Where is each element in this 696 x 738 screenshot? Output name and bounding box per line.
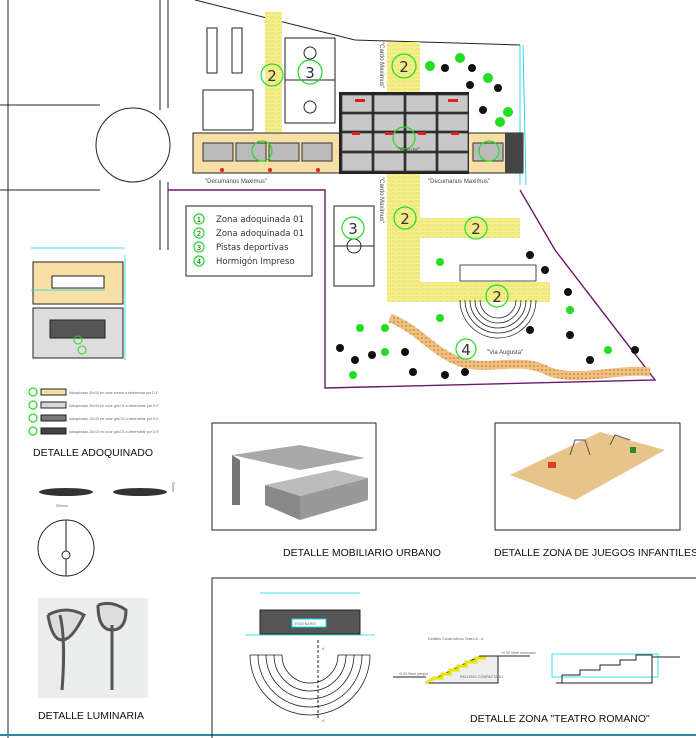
luminaria_dims-height: 92mm bbox=[171, 482, 175, 492]
paving-path-3 bbox=[387, 172, 420, 302]
marker-2: 2 bbox=[267, 67, 277, 85]
zone-markers bbox=[251, 53, 509, 360]
marker-3: 3 bbox=[305, 64, 315, 82]
paving-legend: Adoquinado 20x10 en color crema a determ… bbox=[28, 387, 160, 436]
roundabout bbox=[0, 0, 171, 250]
caption-teatro: DETALLE ZONA "TEATRO ROMANO" bbox=[470, 713, 650, 725]
teatro-level_high: +0.90 Nivel escenario bbox=[501, 651, 536, 655]
legend-items-0-number: 1 bbox=[197, 216, 201, 224]
teatro-section_title: Detalles Constructivos Teatro A - A' bbox=[428, 637, 484, 641]
roman-theatre bbox=[459, 264, 537, 339]
paving-path-4 bbox=[420, 218, 520, 238]
paving-detail bbox=[31, 247, 126, 360]
paving_legend-items-2-label: Adoquinado 20x10 en color gris 02 a dete… bbox=[69, 417, 160, 421]
label-forum: "Forum" bbox=[398, 148, 420, 154]
label-via-augusta: "Via Augusta" bbox=[487, 350, 523, 356]
label-decumanus-left: "Decumanus Maximus" bbox=[205, 179, 267, 185]
paving_legend-items-0-label: Adoquinado 20x10 en color crema a determ… bbox=[69, 391, 159, 395]
caption-luminaria: DETALLE LUMINARIA bbox=[38, 710, 144, 722]
legend-items-2-number: 3 bbox=[197, 244, 201, 252]
legend-item: Zona adoquinada 01 bbox=[216, 215, 304, 225]
paving-path-1 bbox=[265, 12, 282, 132]
via-augusta-path bbox=[388, 313, 651, 381]
trees-dark bbox=[336, 64, 639, 379]
teatro-section_a2: A' bbox=[322, 719, 325, 723]
boundary-line bbox=[168, 189, 657, 389]
paving_legend-items-3-label: Adoquinado 20x10 en color gris 03 a dete… bbox=[69, 430, 160, 434]
zone-legend: 1 2 3 4 Zona adoquinada 01 Zona adoquina… bbox=[185, 205, 313, 277]
teatro-fill_note: RELLENO COMPACTADO bbox=[460, 675, 503, 679]
marker-4: 4 bbox=[461, 341, 471, 359]
label-cardo-top: "Cardo Maximus" bbox=[378, 42, 384, 88]
label-cardo-bottom: "Cardo Maximus" bbox=[378, 177, 384, 223]
site-plan: 2 3 2 2 2 2 4 3 "Decumanus Maximus" "Dec… bbox=[168, 0, 657, 389]
trees-green bbox=[349, 53, 612, 379]
caption-mobiliario: DETALLE MOBILIARIO URBANO bbox=[283, 547, 441, 559]
paving_legend-items-1-label: Adoquinado 20x10 en color gris 01 a dete… bbox=[69, 404, 160, 408]
marker-2: 2 bbox=[492, 288, 502, 306]
luminaria-detail: 500mm 92mm bbox=[37, 482, 175, 698]
teatro-stage: ESCENARIO bbox=[295, 622, 316, 626]
street-lights bbox=[220, 99, 459, 172]
marker-2: 2 bbox=[399, 58, 409, 76]
marker-3: 3 bbox=[348, 220, 358, 238]
teatro-section_a: A bbox=[322, 647, 325, 651]
juegos-photo bbox=[494, 422, 681, 531]
caption-adoquinado: DETALLE ADOQUINADO bbox=[33, 447, 153, 459]
teatro-level_low: +0.00 Nivel parque bbox=[398, 672, 428, 676]
luminaria_dims-width: 500mm bbox=[56, 504, 68, 508]
mobiliario-photo bbox=[211, 422, 377, 531]
legend-item: Pistas deportivas bbox=[216, 243, 289, 253]
legend-items-3-number: 4 bbox=[197, 258, 202, 266]
legend-items-1-number: 2 bbox=[197, 230, 201, 238]
paving-path-5 bbox=[420, 282, 550, 302]
marker-2: 2 bbox=[400, 210, 410, 228]
label-decumanus-right: "Decumanus Maximus" bbox=[428, 179, 490, 185]
legend-item: Hormigón Impreso bbox=[216, 256, 295, 267]
caption-juegos: DETALLE ZONA DE JUEGOS INFANTILES bbox=[494, 547, 696, 559]
teatro-detail: ESCENARIO A A' Detalles Constructivos Te… bbox=[211, 577, 696, 738]
legend-item: Zona adoquinada 01 bbox=[216, 229, 304, 239]
marker-2: 2 bbox=[471, 220, 481, 238]
